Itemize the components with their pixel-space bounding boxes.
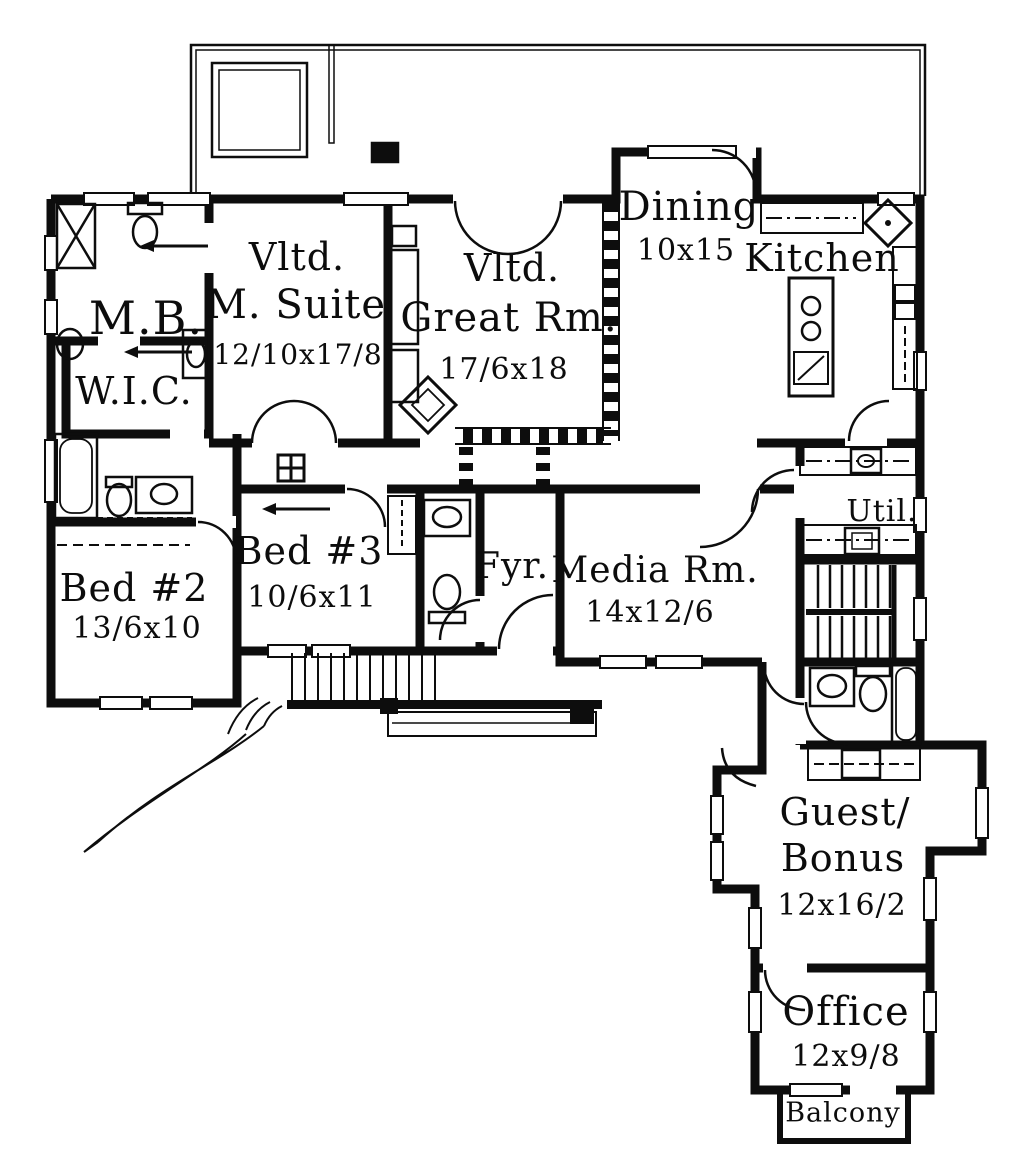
- utility-fixtures: [799, 446, 917, 556]
- label-media-room: Media Rm.: [551, 550, 759, 591]
- deck-divider: [328, 45, 335, 144]
- label-master-suite: M. Suite: [205, 282, 387, 328]
- hall-ceiling-light: [276, 453, 306, 483]
- dims-media-room: 14x12/6: [585, 595, 715, 630]
- sink: [431, 505, 463, 529]
- dims-great-room: 17/6x18: [439, 352, 569, 387]
- curved-walkway: [83, 725, 265, 853]
- sink: [816, 673, 848, 699]
- toilet-tank: [104, 475, 134, 489]
- toilet-tank: [854, 664, 892, 678]
- label-master-bath: M.B.: [88, 291, 204, 345]
- sink: [149, 482, 179, 506]
- label-utility: Util.: [846, 494, 918, 529]
- entry-porch: [83, 653, 602, 853]
- corner-sink: [862, 197, 914, 249]
- counter: [760, 202, 864, 234]
- hall-bath-fixtures: [53, 432, 194, 546]
- label-guest-line2: Bonus: [780, 836, 906, 880]
- entry-steps: [227, 697, 283, 735]
- dims-guest-bonus: 12x16/2: [777, 888, 907, 923]
- porch-post: [570, 700, 594, 724]
- guest-bath-fixtures: [807, 662, 922, 781]
- label-foyer: Fyr.: [474, 546, 550, 587]
- shower: [55, 202, 97, 270]
- pedestal-sink: [55, 327, 85, 361]
- sink-counter: [808, 666, 856, 708]
- sink-counter: [422, 498, 472, 538]
- label-balcony: Balcony: [785, 1097, 901, 1129]
- bathtub: [890, 662, 922, 746]
- counter-right: [892, 246, 918, 390]
- vanity-sink: [185, 339, 207, 369]
- porch-steps: [291, 653, 436, 700]
- utility-sink: [849, 447, 883, 475]
- hearth-strips: [455, 199, 620, 489]
- powder-room-fixtures: [387, 495, 472, 625]
- chimney-block: [370, 141, 400, 164]
- sink-counter: [134, 475, 194, 515]
- kitchen-fixtures: [760, 197, 918, 398]
- dims-dining: 10x15: [636, 233, 736, 268]
- deck-outline: [189, 43, 927, 196]
- corner-fireplace: [397, 374, 459, 436]
- door-openings: [98, 146, 896, 1096]
- bedroom-hall-walls: [237, 484, 800, 651]
- label-bed3: Bed #3: [234, 529, 384, 573]
- toilet-tank: [126, 201, 164, 216]
- label-dining: Dining: [618, 184, 760, 230]
- wall-oven: [894, 284, 916, 302]
- label-great-room-vaulted: Vltd.: [463, 246, 561, 290]
- label-walk-in-closet: W.I.C.: [75, 369, 193, 413]
- label-guest-line1: Guest/: [779, 790, 911, 834]
- door-swings: [197, 148, 890, 1012]
- porch-edge: [287, 700, 602, 709]
- dims-master-suite: 12/10x17/8: [213, 338, 383, 371]
- toilet-tank: [427, 610, 467, 625]
- media-builtin: [388, 248, 420, 346]
- dresser-unit: [840, 748, 882, 780]
- label-office: Office: [782, 989, 910, 1035]
- balcony-walls: [777, 1090, 911, 1144]
- bed3-closet: [387, 495, 417, 555]
- washer: [843, 526, 881, 556]
- label-master-suite-vaulted: Vltd.: [248, 235, 346, 279]
- dims-bed3: 10/6x11: [247, 580, 377, 615]
- master-bath-fixtures: [55, 201, 211, 380]
- toilet-bowl: [105, 482, 133, 518]
- cooktop-burner: [800, 320, 822, 342]
- label-great-room: Great Rm.: [400, 295, 618, 341]
- dims-office: 12x9/8: [791, 1039, 901, 1074]
- cooktop-burner: [800, 295, 822, 317]
- wall-oven: [894, 302, 916, 320]
- bathtub: [53, 432, 99, 520]
- toilet-bowl: [131, 214, 159, 250]
- label-kitchen: Kitchen: [744, 236, 900, 280]
- staircase: [806, 565, 897, 658]
- dims-bed2: 13/6x10: [72, 611, 202, 646]
- deck-spa-square: [210, 61, 309, 159]
- toilet-bowl: [432, 573, 462, 611]
- counter: [799, 446, 917, 476]
- vanity: [181, 328, 211, 380]
- great-room-builtins: [388, 224, 459, 436]
- walk-slab: [387, 711, 597, 737]
- label-bed2: Bed #2: [59, 566, 209, 610]
- dishwasher: [793, 351, 829, 385]
- porch-post: [380, 698, 398, 714]
- toilet-bowl: [858, 675, 888, 713]
- guest-dresser: [807, 747, 921, 781]
- island: [787, 276, 835, 398]
